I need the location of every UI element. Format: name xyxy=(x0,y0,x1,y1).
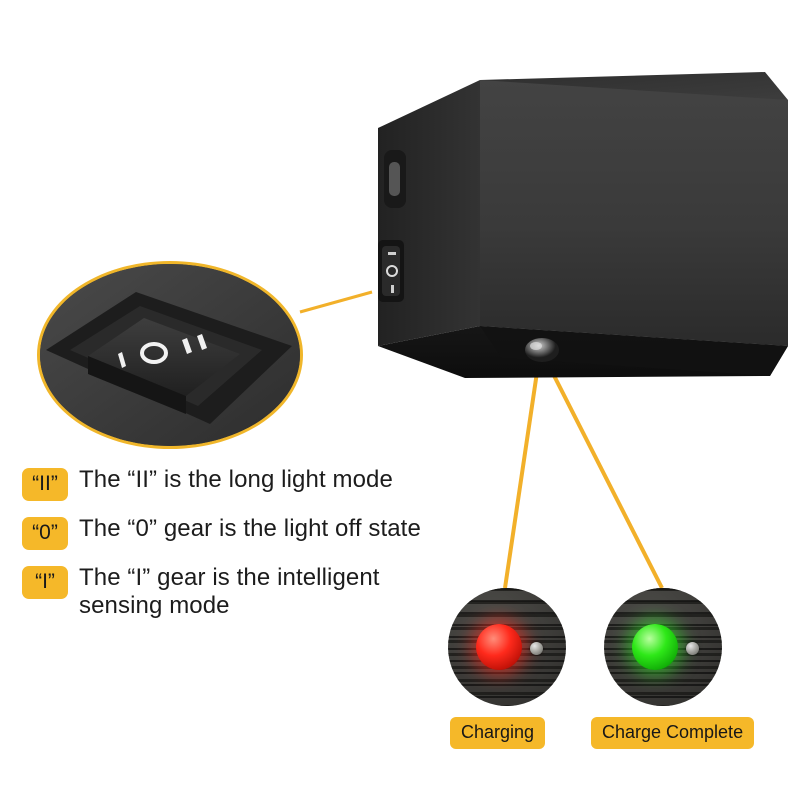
mode-row-intelligent-sensing: “I” The “I” gear is the intelligent sens… xyxy=(22,564,492,621)
led-chrome-pin xyxy=(686,642,699,655)
rocker-mark-O xyxy=(386,265,398,277)
product-left-panel xyxy=(378,80,480,346)
mode-text-light-off: The “0” gear is the light off state xyxy=(79,515,421,543)
product-cube-wall-lamp xyxy=(370,58,790,408)
sensor-dome-highlight xyxy=(530,342,542,350)
rocker-cap-edge xyxy=(88,356,186,414)
mode-line: The “0” gear is the light off state xyxy=(79,515,421,542)
green-charge-complete-led xyxy=(632,624,678,670)
mode-line: sensing mode xyxy=(79,592,230,620)
red-charging-led xyxy=(476,624,522,670)
mode-text-intelligent-sensing: The “I” gear is the intelligent sensing … xyxy=(79,564,380,621)
leader-line-switch xyxy=(299,290,373,314)
motion-sensor-dome xyxy=(525,338,559,362)
rocker-mark-I xyxy=(391,285,394,293)
mode-line: The “II” is the long light mode xyxy=(79,466,393,493)
mode-text-long-light: The “II” is the long light mode xyxy=(79,466,393,494)
charge-complete-label: Charge Complete xyxy=(591,717,755,749)
product-bottom-inner xyxy=(480,326,788,376)
rocker-switch-callout xyxy=(37,261,303,449)
mode-badge-0: “0” xyxy=(22,517,68,550)
mode-badge-II: “II” xyxy=(22,468,68,501)
product-rocker-cap[interactable] xyxy=(382,246,400,296)
usb-c-port-slot xyxy=(389,162,400,196)
callout-mark-O xyxy=(140,342,168,364)
mode-badge-I: “I” xyxy=(22,566,68,599)
mode-row-light-off: “0” The “0” gear is the light off state xyxy=(22,515,492,550)
mode-list: “II” The “II” is the long light mode “0”… xyxy=(22,466,492,635)
callout-mark-II-a xyxy=(182,338,192,354)
callout-mark-II-b xyxy=(197,334,207,350)
led-detail-charging xyxy=(448,588,566,706)
mode-row-long-light: “II” The “II” is the long light mode xyxy=(22,466,492,501)
charging-label: Charging xyxy=(450,717,546,749)
product-front-face xyxy=(480,80,788,346)
rocker-mark-II xyxy=(388,252,396,255)
led-chrome-pin xyxy=(530,642,543,655)
led-detail-charge-complete xyxy=(604,588,722,706)
callout-mark-I xyxy=(118,352,126,368)
mode-line: The “I” gear is the intelligent xyxy=(79,564,380,591)
